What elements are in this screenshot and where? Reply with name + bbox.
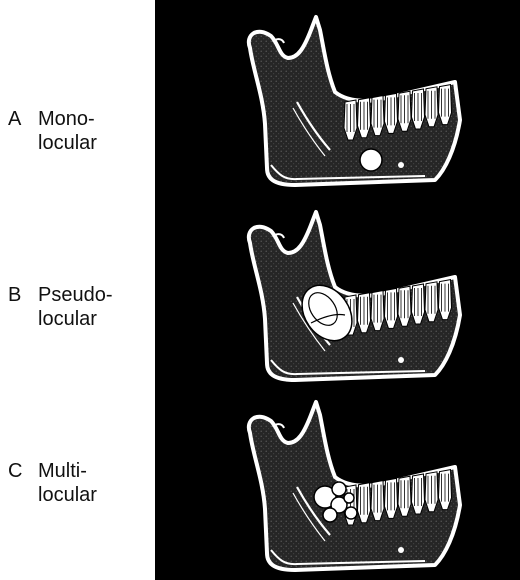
tooth: [425, 87, 438, 127]
tooth: [358, 98, 371, 138]
label-letter: B: [8, 283, 38, 331]
mandible-illustration-panel: [155, 0, 520, 580]
cyst-single-loculus: [360, 149, 382, 171]
label-line: Mono-: [38, 107, 97, 131]
tooth: [439, 470, 452, 510]
tooth: [358, 293, 371, 333]
label-line: locular: [38, 483, 97, 507]
tooth: [385, 288, 398, 328]
label-monolocular: A Mono- locular: [8, 107, 97, 155]
label-letter: C: [8, 459, 38, 507]
tooth: [439, 280, 452, 320]
label-letter: A: [8, 107, 38, 155]
tooth: [412, 284, 425, 324]
tooth: [412, 89, 425, 129]
tooth: [425, 472, 438, 512]
cyst-loculus: [345, 507, 357, 519]
tooth: [398, 91, 411, 131]
cyst-loculus: [323, 508, 337, 522]
label-line: Pseudo-: [38, 283, 113, 307]
cyst-loculus: [332, 482, 346, 496]
tooth: [425, 282, 438, 322]
tooth: [344, 100, 357, 140]
label-line: locular: [38, 307, 113, 331]
tooth: [398, 476, 411, 516]
label-text: Mono- locular: [38, 107, 97, 155]
label-multilocular: C Multi- locular: [8, 459, 97, 507]
tooth: [439, 85, 452, 125]
tooth: [385, 93, 398, 133]
label-line: locular: [38, 131, 97, 155]
tooth: [371, 96, 384, 136]
tooth: [371, 481, 384, 521]
label-pseudolocular: B Pseudo- locular: [8, 283, 113, 331]
label-line: Multi-: [38, 459, 97, 483]
tooth: [358, 483, 371, 523]
cyst-loculus: [344, 493, 354, 503]
tooth: [398, 286, 411, 326]
label-text: Pseudo- locular: [38, 283, 113, 331]
tooth: [412, 474, 425, 514]
tooth: [371, 291, 384, 331]
tooth: [385, 478, 398, 518]
label-text: Multi- locular: [38, 459, 97, 507]
